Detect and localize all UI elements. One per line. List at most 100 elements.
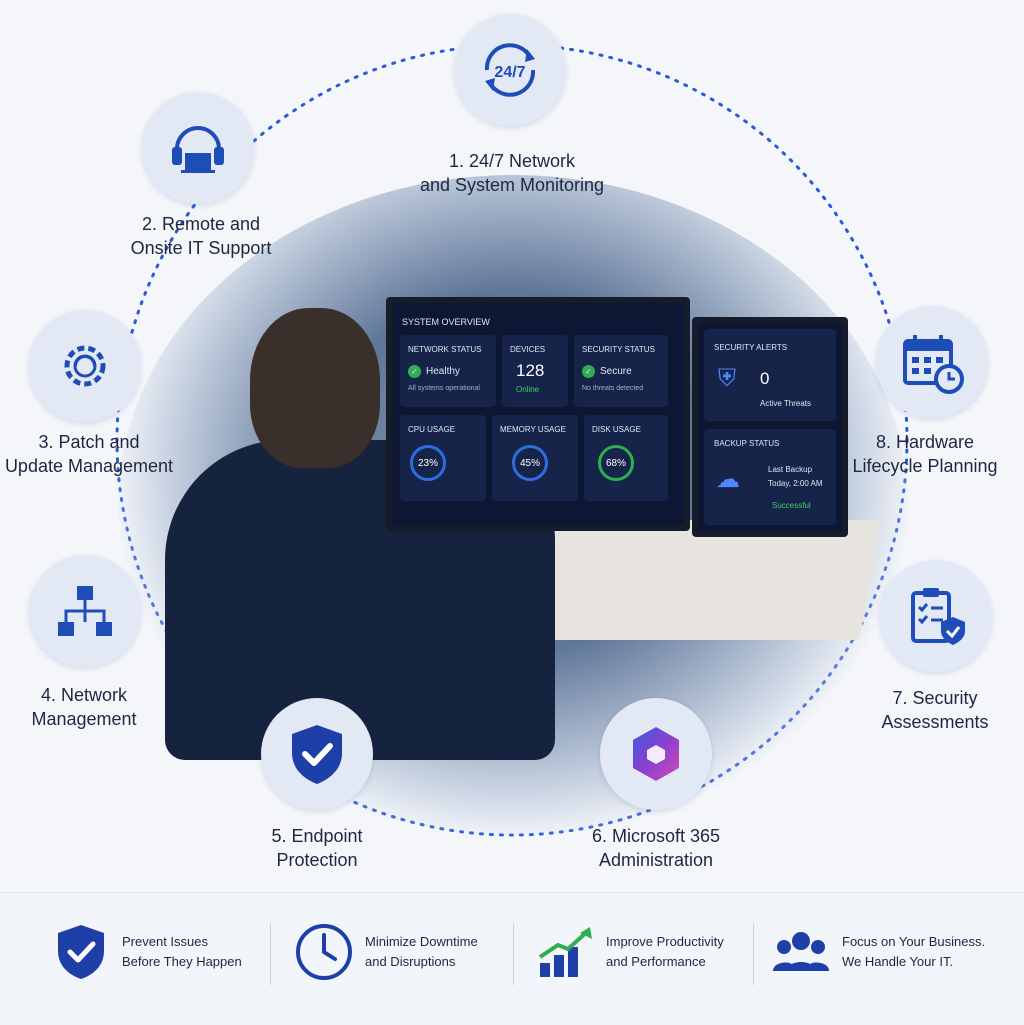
label-line2: Protection bbox=[276, 850, 358, 870]
label-line2: Assessments bbox=[881, 712, 989, 732]
label-endpoint-protection: 5. Endpoint Protection bbox=[212, 824, 422, 872]
disk-label: DISK USAGE bbox=[592, 425, 641, 434]
benefit-line2: and Performance bbox=[606, 954, 706, 969]
devices-label: DEVICES bbox=[510, 345, 546, 354]
label-hardware-lifecycle: 8. Hardware Lifecycle Planning bbox=[820, 430, 1024, 478]
label-line1: 4. Network bbox=[40, 685, 128, 705]
label-line1: 5. Endpoint bbox=[271, 826, 363, 846]
security-alerts-sub: Active Threats bbox=[760, 399, 811, 408]
cloud-upload-icon: ☁ bbox=[716, 466, 740, 493]
headset-icon bbox=[172, 126, 224, 173]
node-endpoint-protection bbox=[261, 698, 373, 810]
label-security-assessments: 7. Security Assessments bbox=[830, 686, 1024, 734]
devices-value: 128 bbox=[516, 361, 545, 380]
network-status-sub: All systems operational bbox=[408, 385, 480, 392]
label-line1: 2. Remote and bbox=[141, 214, 261, 234]
check-icon: ✓ bbox=[408, 365, 421, 378]
benefit-text: Prevent Issues Before They Happen bbox=[122, 932, 242, 972]
node-network-management bbox=[29, 555, 141, 667]
memory-value: 45% bbox=[519, 457, 540, 469]
label-line2: and System Monitoring bbox=[419, 175, 605, 195]
divider bbox=[270, 923, 271, 985]
benefit-line1: Prevent Issues bbox=[122, 934, 208, 949]
network-icon bbox=[58, 586, 112, 636]
security-status-value: Secure bbox=[600, 366, 632, 377]
backup-status-panel: BACKUP STATUS ☁ Last Backup Today, 2:00 … bbox=[704, 429, 836, 525]
label-patch-management: 3. Patch and Update Management bbox=[0, 430, 194, 478]
security-alerts-label: SECURITY ALERTS bbox=[714, 343, 788, 352]
security-status-label: SECURITY STATUS bbox=[582, 345, 655, 354]
growth-chart-icon bbox=[538, 927, 592, 977]
benefit-text: Focus on Your Business. We Handle Your I… bbox=[842, 932, 985, 972]
divider bbox=[753, 923, 754, 985]
check-icon: ✓ bbox=[582, 365, 595, 378]
network-status-label: NETWORK STATUS bbox=[408, 345, 482, 354]
security-status-panel: SECURITY STATUS ✓ Secure No threats dete… bbox=[574, 335, 668, 407]
label-remote-support: 2. Remote and Onsite IT Support bbox=[96, 212, 306, 260]
network-status-value: Healthy bbox=[426, 366, 460, 377]
divider bbox=[513, 923, 514, 985]
secondary-monitor: SECURITY ALERTS ⛨ 0 Active Threats BACKU… bbox=[692, 317, 848, 537]
benefit-line2: We Handle Your IT. bbox=[842, 954, 954, 969]
security-alerts-value: 0 bbox=[760, 369, 770, 388]
benefit-line1: Improve Productivity bbox=[606, 934, 724, 949]
security-status-sub: No threats detected bbox=[582, 385, 644, 392]
label-line2: Lifecycle Planning bbox=[852, 456, 998, 476]
security-alerts-panel: SECURITY ALERTS ⛨ 0 Active Threats bbox=[704, 329, 836, 421]
label-line1: 3. Patch and bbox=[38, 432, 140, 452]
benefit-focus-business: Focus on Your Business. We Handle Your I… bbox=[770, 917, 985, 987]
disk-panel: DISK USAGE 68% bbox=[584, 415, 668, 501]
devices-sub: Online bbox=[516, 385, 540, 394]
label-line1: 1. 24/7 Network bbox=[448, 151, 576, 171]
disk-value: 68% bbox=[605, 457, 626, 469]
24-7-icon: 24/7 bbox=[484, 43, 536, 97]
cpu-gauge: 23% bbox=[410, 445, 446, 481]
label-line1: 6. Microsoft 365 bbox=[591, 826, 721, 846]
benefit-improve-productivity: Improve Productivity and Performance bbox=[534, 917, 724, 987]
microsoft-365-icon bbox=[633, 727, 679, 781]
network-status-panel: NETWORK STATUS ✓ Healthy All systems ope… bbox=[400, 335, 496, 407]
clock-icon bbox=[296, 924, 352, 980]
node-security-assessments bbox=[880, 560, 992, 672]
benefit-text: Improve Productivity and Performance bbox=[606, 932, 724, 972]
memory-gauge: 45% bbox=[512, 445, 548, 481]
label-line1: 7. Security bbox=[892, 688, 978, 708]
label-line2: Onsite IT Support bbox=[130, 238, 272, 258]
cpu-label: CPU USAGE bbox=[408, 425, 456, 434]
label-microsoft-365: 6. Microsoft 365 Administration bbox=[551, 824, 761, 872]
team-icon bbox=[773, 932, 829, 971]
backup-status-value: Successful bbox=[772, 501, 811, 510]
benefits-strip: Prevent Issues Before They Happen Minimi… bbox=[0, 892, 1024, 1025]
devices-panel: DEVICES 128 Online bbox=[502, 335, 568, 407]
cpu-value: 23% bbox=[417, 457, 438, 469]
backup-status-label: BACKUP STATUS bbox=[714, 439, 780, 448]
clipboard-shield-icon bbox=[911, 588, 965, 645]
label-24-7-monitoring: 1. 24/7 Network and System Monitoring bbox=[407, 149, 617, 197]
shield-check-icon bbox=[58, 925, 104, 979]
backup-line2: Today, 2:00 AM bbox=[768, 479, 823, 488]
benefit-line1: Minimize Downtime bbox=[365, 934, 478, 949]
benefit-line2: and Disruptions bbox=[365, 954, 456, 969]
disk-gauge: 68% bbox=[598, 445, 634, 481]
gear-refresh-icon bbox=[64, 345, 106, 387]
memory-panel: MEMORY USAGE 45% bbox=[492, 415, 578, 501]
shield-check-icon bbox=[292, 725, 342, 784]
label-network-management: 4. Network Management bbox=[0, 683, 189, 731]
node-hardware-lifecycle bbox=[876, 306, 988, 418]
node-24-7-monitoring: 24/7 bbox=[454, 14, 566, 126]
label-line1: 8. Hardware bbox=[875, 432, 975, 452]
shield-check-icon: ⛨ bbox=[718, 365, 736, 392]
label-line2: Update Management bbox=[4, 456, 174, 476]
person-head bbox=[250, 308, 380, 468]
node-microsoft-365 bbox=[600, 698, 712, 810]
benefit-text: Minimize Downtime and Disruptions bbox=[365, 932, 478, 972]
benefit-prevent-issues: Prevent Issues Before They Happen bbox=[50, 917, 242, 987]
memory-label: MEMORY USAGE bbox=[500, 425, 566, 434]
dashboard-title: SYSTEM OVERVIEW bbox=[402, 317, 490, 327]
calendar-clock-icon bbox=[903, 335, 964, 394]
node-patch-management bbox=[29, 310, 141, 422]
benefit-minimize-downtime: Minimize Downtime and Disruptions bbox=[293, 917, 478, 987]
main-monitor: SYSTEM OVERVIEW NETWORK STATUS ✓ Healthy… bbox=[386, 297, 690, 531]
24-7-icon-text: 24/7 bbox=[494, 64, 525, 81]
